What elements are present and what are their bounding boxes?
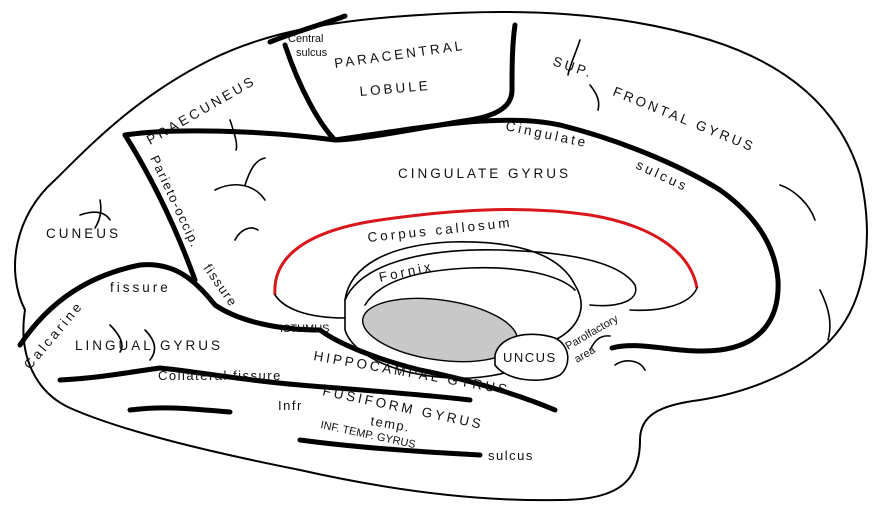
label-temp: temp. [369, 413, 411, 435]
minor-sulcus-2 [214, 157, 266, 201]
minor-sulcus-3 [234, 227, 259, 241]
label-uncus: UNCUS [503, 350, 557, 365]
inf-temp-sulcus-line [127, 405, 483, 458]
uncus-shape [494, 333, 569, 381]
label-infr: Infr [278, 398, 303, 413]
label-inf-temp-sulcus: sulcus [488, 448, 534, 463]
minor-sulcus-5 [779, 184, 831, 341]
central-sulcus-line [267, 13, 348, 45]
label-lingual-gyrus: LINGUAL GYRUS [75, 338, 223, 353]
corpus-callosum-lower [274, 287, 698, 319]
fornix-inner [364, 266, 576, 306]
label-central-sulcus: Central [288, 33, 323, 45]
collateral-fissure-line [57, 365, 473, 403]
calcarine-fissure-line [17, 262, 323, 348]
cingulate-sulcus-line [122, 117, 781, 354]
minor-sulcus-1 [229, 119, 238, 151]
hippocampal-fissure [317, 327, 558, 413]
minor-sulcus-8 [589, 335, 646, 371]
label-isthmus: ISTHMUS [280, 323, 330, 335]
fornix-outline [344, 249, 637, 307]
label-calcarine-fissure: fissure [110, 280, 171, 295]
minor-sulcus-6 [79, 199, 111, 229]
label-lobule: LOBULE [359, 78, 431, 99]
label-central-sulcus-2: sulcus [296, 47, 328, 59]
corpus-callosum-outline [273, 208, 699, 296]
minor-sulcus-4 [567, 39, 600, 111]
parieto-occipital-fissure [122, 132, 198, 283]
label-cuneus: CUNEUS [46, 226, 121, 241]
minor-sulcus-7 [109, 324, 156, 361]
label-cingulate-gyrus: CINGULATE GYRUS [398, 166, 571, 181]
label-collateral-fissure: Collateral fissure [158, 368, 282, 383]
